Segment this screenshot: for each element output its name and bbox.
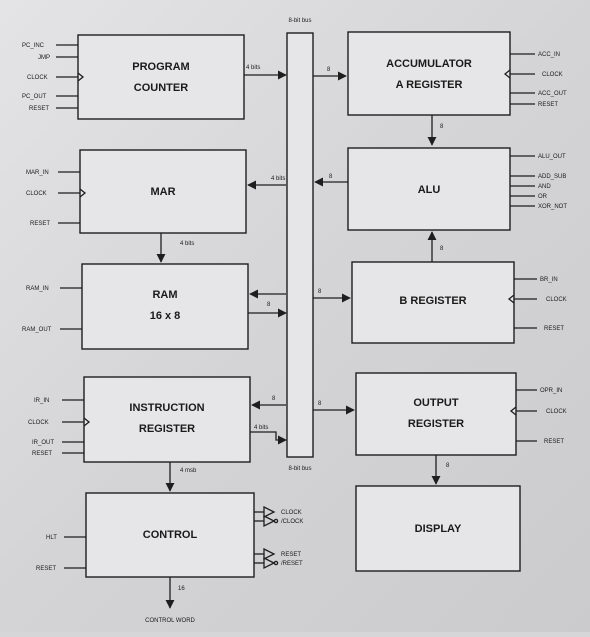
program-counter-title-1: PROGRAM: [132, 61, 189, 73]
mar-title: MAR: [150, 186, 175, 198]
wire-bus-to-ir-label: 8: [272, 396, 276, 402]
wire-control-word-label: 16: [178, 586, 185, 592]
ctrl-signal-reset: RESET: [36, 566, 56, 572]
program-counter-block: PROGRAM COUNTER PC_INC JMP CLOCK PC_OUT …: [22, 34, 245, 120]
ir-signal-ir-out: IR_OUT: [32, 440, 54, 446]
output-register-block: OUTPUT REGISTER OPR_IN CLOCK RESET: [355, 372, 567, 456]
accumulator-title-2: A REGISTER: [396, 79, 463, 91]
mar-signal-mar-in: MAR_IN: [26, 170, 49, 176]
pc-signal-pc-inc: PC_INC: [22, 43, 45, 49]
output-register-title-2: REGISTER: [408, 418, 464, 430]
bus: [286, 32, 314, 458]
out-signal-clock: CLOCK: [546, 409, 567, 415]
wire-bus-to-breg-label: 8: [318, 289, 322, 295]
ctrl-output-clock: CLOCK: [281, 510, 302, 516]
alu-signal-alu-out: ALU_OUT: [538, 154, 566, 160]
wire-ir-to-bus: [250, 431, 287, 445]
pc-signal-jmp: JMP: [38, 55, 50, 61]
wire-acc-to-alu-label: 8: [440, 124, 444, 130]
wire-pc-to-bus-label: 4 bits: [246, 65, 260, 71]
ir-signal-clock: CLOCK: [28, 420, 49, 426]
breg-signal-clock: CLOCK: [546, 297, 567, 303]
accumulator-title-1: ACCUMULATOR: [386, 58, 472, 70]
breg-signal-reset: RESET: [544, 326, 564, 332]
ram-title-2: 16 x 8: [150, 310, 181, 322]
bus-top-label: 8-bit bus: [288, 18, 311, 24]
ram-title-1: RAM: [152, 289, 177, 301]
wire-alu-to-bus-label: 8: [329, 174, 333, 180]
ram-signal-ram-in: RAM_IN: [26, 286, 49, 292]
pc-signal-reset: RESET: [29, 106, 49, 112]
wire-ir-to-control-label: 4 msb: [180, 468, 197, 474]
ram-signal-ram-out: RAM_OUT: [22, 327, 52, 333]
program-counter-title-2: COUNTER: [134, 82, 188, 94]
wire-bus-to-output-label: 8: [318, 401, 322, 407]
ctrl-signal-hlt: HLT: [46, 535, 57, 541]
ir-signal-reset: RESET: [32, 451, 52, 457]
wire-output-to-display-label: 8: [446, 463, 450, 469]
bus-bottom-label: 8-bit bus: [288, 466, 311, 472]
b-register-block: B REGISTER BR_IN CLOCK RESET: [351, 261, 567, 344]
ir-signal-ir-in: IR_IN: [34, 398, 49, 404]
mar-signal-reset: RESET: [30, 221, 50, 227]
acc-signal-reset: RESET: [538, 102, 558, 108]
ctrl-output-not-clock: /CLOCK: [281, 519, 303, 525]
control-word-label: CONTROL WORD: [145, 618, 195, 624]
display-block: DISPLAY: [355, 485, 521, 572]
acc-signal-acc-in: ACC_IN: [538, 52, 560, 58]
instruction-register-block: INSTRUCTION REGISTER IR_IN CLOCK IR_OUT …: [28, 376, 251, 463]
wire-breg-to-alu-label: 8: [440, 246, 444, 252]
instruction-register-title-1: INSTRUCTION: [129, 402, 204, 414]
acc-signal-acc-out: ACC_OUT: [538, 91, 567, 97]
display-title: DISPLAY: [415, 523, 462, 535]
mar-signal-clock: CLOCK: [26, 191, 47, 197]
alu-block: ALU ALU_OUT ADD_SUB AND OR XOR_NOT: [347, 147, 567, 231]
ram-block: RAM 16 x 8 RAM_IN RAM_OUT: [22, 263, 249, 350]
control-title: CONTROL: [143, 529, 198, 541]
wire-bus-to-mar-label: 4 bits: [271, 176, 285, 182]
accumulator-block: ACCUMULATOR A REGISTER ACC_IN CLOCK ACC_…: [347, 31, 567, 116]
output-register-title-1: OUTPUT: [413, 397, 459, 409]
alu-signal-or: OR: [538, 194, 548, 200]
pc-signal-pc-out: PC_OUT: [22, 94, 47, 100]
ctrl-output-reset: RESET: [281, 552, 301, 558]
wire-ram-to-bus-label: 8: [267, 302, 271, 308]
acc-signal-clock: CLOCK: [542, 72, 563, 78]
out-signal-reset: RESET: [544, 439, 564, 445]
alu-signal-and: AND: [538, 184, 551, 190]
wire-mar-to-ram-label: 4 bits: [180, 241, 194, 247]
pc-signal-clock: CLOCK: [27, 75, 48, 81]
wire-bus-to-acc-label: 8: [327, 67, 331, 73]
alu-title: ALU: [418, 184, 441, 196]
alu-signal-xor-not: XOR_NOT: [538, 204, 567, 210]
instruction-register-title-2: REGISTER: [139, 423, 195, 435]
alu-signal-add-sub: ADD_SUB: [538, 174, 566, 180]
breg-signal-br-in: BR_IN: [540, 277, 558, 283]
b-register-title: B REGISTER: [399, 295, 466, 307]
wire-ir-to-bus-label: 4 bits: [254, 425, 268, 431]
control-block: CONTROL HLT RESET CLOCK /CLOCK RESET /RE…: [36, 492, 303, 578]
mar-block: MAR MAR_IN CLOCK RESET: [26, 149, 247, 234]
ctrl-output-not-reset: /RESET: [281, 561, 303, 567]
out-signal-opr-in: OPR_IN: [540, 388, 562, 394]
